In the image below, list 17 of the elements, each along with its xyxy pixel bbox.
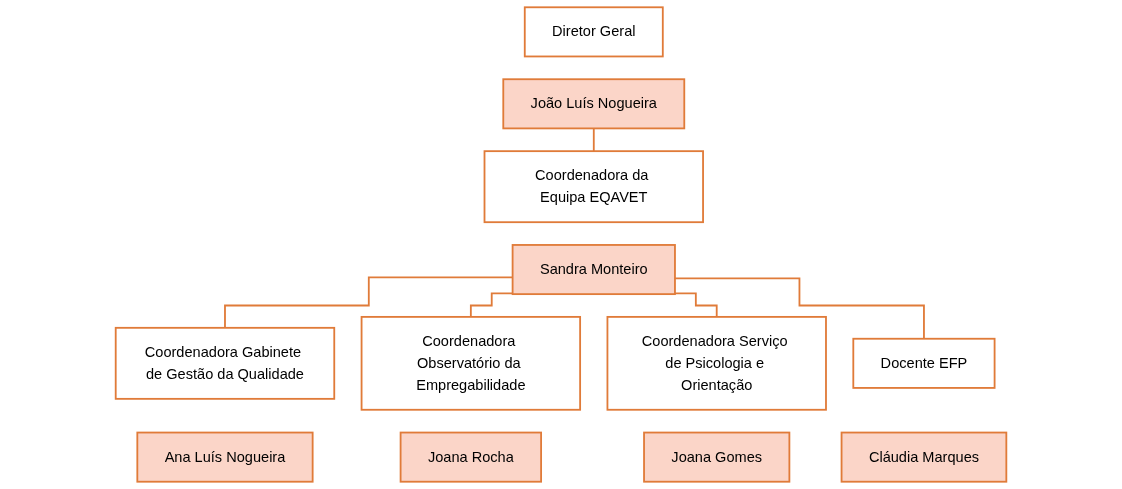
node-box: Ana Luís Nogueira [136, 431, 314, 483]
node-box: Docente EFP [852, 337, 996, 389]
connector [592, 127, 595, 153]
node-box: Diretor Geral [523, 6, 664, 58]
node-box: Sandra Monteiro [511, 244, 676, 296]
node-box: Coordenadora Observatório da Empregabilidade [360, 315, 581, 411]
connector [224, 276, 514, 329]
node-box: Joana Rocha [399, 431, 542, 483]
node-box: Coordenadora Serviço de Psicologia e Orientação [606, 315, 827, 411]
node-box: Coordenadora da Equipa EQAVET [483, 150, 704, 224]
node-box: João Luís Nogueira [502, 78, 686, 130]
node-box: Cláudia Marques [840, 431, 1008, 483]
connector [674, 277, 925, 340]
connector [674, 292, 718, 318]
connector [469, 292, 514, 318]
node-box: Joana Gomes [643, 431, 791, 483]
node-box: Coordenadora Gabinete de Gestão da Qualidade [114, 326, 336, 400]
